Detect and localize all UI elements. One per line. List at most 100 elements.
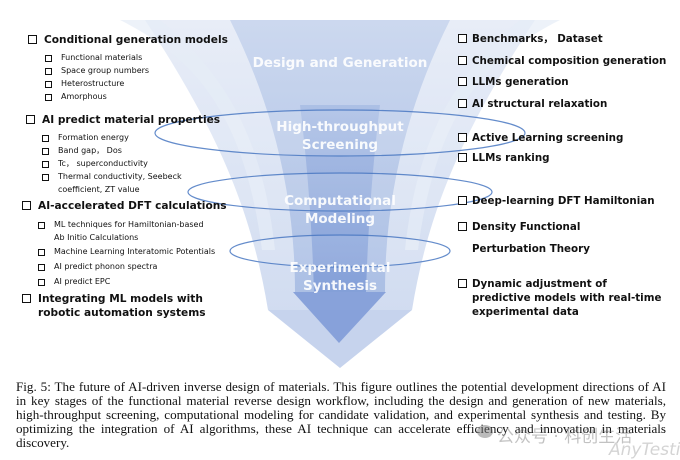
checkbox-icon <box>458 153 467 162</box>
stage-label-synthesis: Experimental Synthesis <box>240 259 440 295</box>
caption-text: Fig. 5: The future of AI-driven inverse … <box>16 379 666 450</box>
checkbox-icon <box>22 201 31 210</box>
subitem-text: ML techniques for Hamiltonian-based Ab I… <box>54 220 204 242</box>
right-item-text: Density Functional Perturbation Theory <box>472 221 590 255</box>
checkbox-icon <box>38 221 45 229</box>
watermark-cn-text: 公众号 · 科创生活 <box>497 427 633 447</box>
left-subitem: Band gap， Dos <box>42 145 222 158</box>
stage-ring-screening <box>154 109 526 157</box>
inner-arrow-shaft <box>300 105 380 292</box>
stage-label-design: Design and Generation <box>240 54 440 72</box>
checkbox-icon <box>26 115 35 124</box>
stage-ring-synthesis <box>229 234 451 268</box>
stage-label-line: Synthesis <box>302 278 378 294</box>
subitem-text: Thermal conductivity, Seebeck coefficien… <box>58 172 182 194</box>
checkbox-icon <box>42 147 49 155</box>
checkbox-icon <box>22 294 31 303</box>
inner-arrow-head <box>293 292 386 343</box>
checkbox-icon <box>45 54 52 62</box>
stage-label-line: Computational <box>284 193 396 209</box>
stage-label-line: High-throughput <box>276 119 404 135</box>
checkbox-icon <box>458 222 467 231</box>
subitem-text: Amorphous <box>61 92 107 101</box>
left-subitem: Formation energy <box>42 132 222 145</box>
left-subitem: Tc， superconductivity <box>42 158 222 171</box>
group-title-text: AI-accelerated DFT calculations <box>38 200 227 212</box>
left-subitem: Amorphous <box>45 91 225 104</box>
group-title-text: AI predict material properties <box>42 114 221 126</box>
stage-label-line: Design and Generation <box>252 55 428 71</box>
checkbox-icon <box>458 56 467 65</box>
right-item-text: LLMs generation <box>472 76 569 88</box>
left-subitem: AI predict EPC <box>38 276 238 289</box>
right-item: LLMs generation <box>458 75 673 89</box>
subitem-text: Functional materials <box>61 53 143 62</box>
right-item-text: Active Learning screening <box>472 132 624 144</box>
right-item: Deep-learning DFT Hamiltonian <box>458 194 673 208</box>
stage-label-screening: High-throughput Screening <box>240 118 440 154</box>
left-subitem: Functional materials <box>45 52 225 65</box>
subitem-text: Band gap， Dos <box>58 146 122 155</box>
stage-label-modeling: Computational Modeling <box>240 192 440 228</box>
right-item: Chemical composition generation <box>458 54 673 68</box>
right-item-text: Deep-learning DFT Hamiltonian <box>472 195 655 207</box>
checkbox-icon <box>45 67 52 75</box>
subitem-text: Tc， superconductivity <box>58 159 148 168</box>
right-item-text: Benchmarks， Dataset <box>472 33 603 45</box>
figure-caption: Fig. 5: The future of AI-driven inverse … <box>16 380 666 450</box>
subitem-text: Formation energy <box>58 133 129 142</box>
right-item: Density Functional Perturbation Theory <box>458 216 648 260</box>
funnel-left-swoosh <box>120 20 275 250</box>
checkbox-icon <box>458 99 467 108</box>
left-group-title: AI-accelerated DFT calculations <box>22 199 252 213</box>
checkbox-icon <box>42 173 49 181</box>
left-group-title: Conditional generation models <box>28 33 248 47</box>
right-item: Dynamic adjustment of predictive models … <box>458 277 668 319</box>
stage-label-line: Screening <box>301 137 379 153</box>
stage-ring-modeling <box>187 172 493 212</box>
left-subitem: Space group numbers <box>45 65 225 78</box>
checkbox-icon <box>38 248 45 256</box>
funnel-diagram <box>120 20 560 368</box>
left-subitem: AI predict phonon spectra <box>38 261 238 274</box>
funnel-right-swoosh <box>405 20 560 250</box>
watermark-en-text: AnyTesting.com <box>609 440 680 460</box>
subitem-text: AI predict phonon spectra <box>54 262 158 271</box>
subitem-text: Heterostructure <box>61 79 125 88</box>
stage-label-line: Experimental <box>289 260 391 276</box>
right-item: AI structural relaxation <box>458 97 673 111</box>
checkbox-icon <box>458 196 467 205</box>
checkbox-icon <box>458 133 467 142</box>
left-group-title: Integrating ML models with robotic autom… <box>22 292 207 320</box>
checkbox-icon <box>38 263 45 271</box>
group-title-text: Integrating ML models with robotic autom… <box>38 293 206 319</box>
checkbox-icon <box>458 279 467 288</box>
right-item-text: Dynamic adjustment of predictive models … <box>472 278 662 318</box>
right-item-text: Chemical composition generation <box>472 55 667 67</box>
checkbox-icon <box>458 77 467 86</box>
right-item-text: LLMs ranking <box>472 152 550 164</box>
left-subitem: Thermal conductivity, Seebeck coefficien… <box>42 171 202 196</box>
stage-label-line: Modeling <box>304 211 376 227</box>
left-subitem: ML techniques for Hamiltonian-based Ab I… <box>38 219 213 244</box>
right-item-text: AI structural relaxation <box>472 98 608 110</box>
checkbox-icon <box>45 80 52 88</box>
subitem-text: AI predict EPC <box>54 277 111 286</box>
left-group-title: AI predict material properties <box>26 113 246 127</box>
subitem-text: Machine Learning Interatomic Potentials <box>54 247 216 256</box>
checkbox-icon <box>45 93 52 101</box>
checkbox-icon <box>458 34 467 43</box>
group-title-text: Conditional generation models <box>44 34 228 46</box>
left-subitem: Heterostructure <box>45 78 225 91</box>
right-item: Benchmarks， Dataset <box>458 32 673 46</box>
right-item: LLMs ranking <box>458 151 673 165</box>
left-subitem: Machine Learning Interatomic Potentials <box>38 246 238 259</box>
checkbox-icon <box>38 278 45 286</box>
subitem-text: Space group numbers <box>61 66 150 75</box>
checkbox-icon <box>42 134 49 142</box>
checkbox-icon <box>42 160 49 168</box>
checkbox-icon <box>28 35 37 44</box>
wechat-logo-icon <box>477 425 493 438</box>
right-item: Active Learning screening <box>458 131 673 145</box>
